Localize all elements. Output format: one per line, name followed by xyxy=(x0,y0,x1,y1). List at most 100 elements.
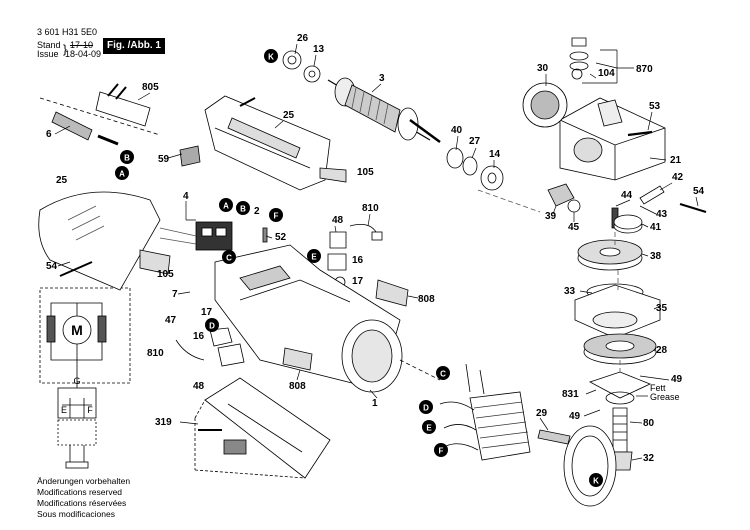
schematic-labels: M G E F xyxy=(61,322,93,415)
svg-text:13: 13 xyxy=(313,44,325,55)
svg-text:Grease: Grease xyxy=(650,392,680,402)
change-notes: Änderungen vorbehalten Modifications res… xyxy=(37,476,130,520)
handle-cover xyxy=(194,377,331,479)
svg-text:104: 104 xyxy=(598,68,615,79)
svg-text:870: 870 xyxy=(636,64,653,75)
svg-text:808: 808 xyxy=(289,381,306,392)
svg-text:52: 52 xyxy=(275,232,287,243)
svg-text:C: C xyxy=(440,370,446,379)
svg-text:1: 1 xyxy=(372,398,378,409)
header-brace: } xyxy=(63,42,68,56)
spindle-and-guard xyxy=(537,371,652,507)
svg-text:831: 831 xyxy=(562,389,579,400)
svg-text:35: 35 xyxy=(656,303,668,314)
svg-text:25: 25 xyxy=(56,175,68,186)
note-en: Modifications reserved xyxy=(37,487,123,497)
svg-text:49: 49 xyxy=(569,411,581,422)
grease-label: Fett Grease xyxy=(650,383,680,402)
svg-text:A: A xyxy=(223,202,229,211)
svg-text:K: K xyxy=(593,477,599,486)
svg-text:810: 810 xyxy=(147,348,164,359)
svg-text:53: 53 xyxy=(649,101,661,112)
svg-text:48: 48 xyxy=(332,215,344,226)
svg-text:7: 7 xyxy=(172,289,178,300)
svg-text:4: 4 xyxy=(183,191,189,202)
svg-text:B: B xyxy=(240,205,246,214)
svg-text:6: 6 xyxy=(46,129,52,140)
motor-housing xyxy=(38,191,171,291)
doc-number: 3 601 H31 5E0 xyxy=(37,27,98,37)
small-parts-right xyxy=(446,147,707,234)
gear-housing xyxy=(522,37,666,181)
motor-label: M xyxy=(71,322,83,338)
svg-text:C: C xyxy=(226,254,232,263)
svg-text:49: 49 xyxy=(671,374,683,385)
svg-text:D: D xyxy=(423,404,429,413)
issue-value: 18-04-09 xyxy=(65,49,102,59)
svg-text:41: 41 xyxy=(650,222,662,233)
svg-text:16: 16 xyxy=(352,255,364,266)
svg-text:40: 40 xyxy=(451,125,463,136)
svg-text:B: B xyxy=(124,154,130,163)
svg-text:F: F xyxy=(87,405,93,415)
svg-text:39: 39 xyxy=(545,211,557,222)
power-cord-assembly xyxy=(39,83,161,146)
stator-coil xyxy=(439,363,531,461)
svg-text:32: 32 xyxy=(643,453,655,464)
svg-text:E: E xyxy=(311,253,317,262)
axis-lines xyxy=(477,189,621,372)
leader-lines xyxy=(54,43,699,461)
svg-text:21: 21 xyxy=(670,155,682,166)
issue-label: Issue xyxy=(37,49,59,59)
svg-text:17: 17 xyxy=(352,276,364,287)
svg-text:80: 80 xyxy=(643,418,655,429)
svg-text:E: E xyxy=(426,424,432,433)
svg-text:E: E xyxy=(61,405,67,415)
bearing-flange xyxy=(574,283,661,365)
svg-text:30: 30 xyxy=(537,63,549,74)
svg-text:45: 45 xyxy=(568,222,580,233)
svg-text:29: 29 xyxy=(536,408,548,419)
svg-text:43: 43 xyxy=(656,209,668,220)
switch-and-brushes xyxy=(159,221,383,288)
svg-text:F: F xyxy=(439,447,444,456)
stand-value: 17-10 xyxy=(70,40,94,50)
svg-text:27: 27 xyxy=(469,136,481,147)
svg-text:810: 810 xyxy=(362,203,379,214)
svg-text:33: 33 xyxy=(564,286,576,297)
rear-housing-top xyxy=(179,95,347,191)
svg-text:44: 44 xyxy=(621,190,633,201)
callout-circles: K B A A B F C E D C D E F K xyxy=(115,49,603,487)
svg-text:319: 319 xyxy=(155,417,172,428)
svg-text:808: 808 xyxy=(418,294,435,305)
svg-text:805: 805 xyxy=(142,82,159,93)
svg-text:A: A xyxy=(119,170,125,179)
figure-label: Fig. /Abb. 1 xyxy=(103,38,165,54)
svg-text:105: 105 xyxy=(157,269,174,280)
svg-text:D: D xyxy=(209,322,215,331)
svg-text:25: 25 xyxy=(283,110,295,121)
svg-text:105: 105 xyxy=(357,167,374,178)
svg-text:16: 16 xyxy=(193,331,205,342)
svg-text:26: 26 xyxy=(297,33,309,44)
svg-text:Fett: Fett xyxy=(650,383,666,393)
svg-text:47: 47 xyxy=(165,315,177,326)
armature xyxy=(282,50,441,144)
part-labels: 26 13 3 805 6 59 25 25 105 4 2 48 810 52… xyxy=(46,33,705,464)
note-fr: Modifications réservées xyxy=(37,498,127,508)
note-es: Sous modificaciones xyxy=(37,509,115,519)
svg-text:2: 2 xyxy=(254,206,260,217)
svg-text:59: 59 xyxy=(158,154,170,165)
wiring-schematic xyxy=(39,287,131,469)
main-housing xyxy=(175,244,441,393)
stand-label: Stand xyxy=(37,40,61,50)
note-de: Änderungen vorbehalten xyxy=(37,476,131,486)
svg-text:3: 3 xyxy=(379,73,385,84)
svg-text:48: 48 xyxy=(193,381,205,392)
svg-text:14: 14 xyxy=(489,149,501,160)
svg-text:54: 54 xyxy=(46,261,58,272)
svg-text:G: G xyxy=(73,376,80,386)
svg-text:F: F xyxy=(274,212,279,221)
